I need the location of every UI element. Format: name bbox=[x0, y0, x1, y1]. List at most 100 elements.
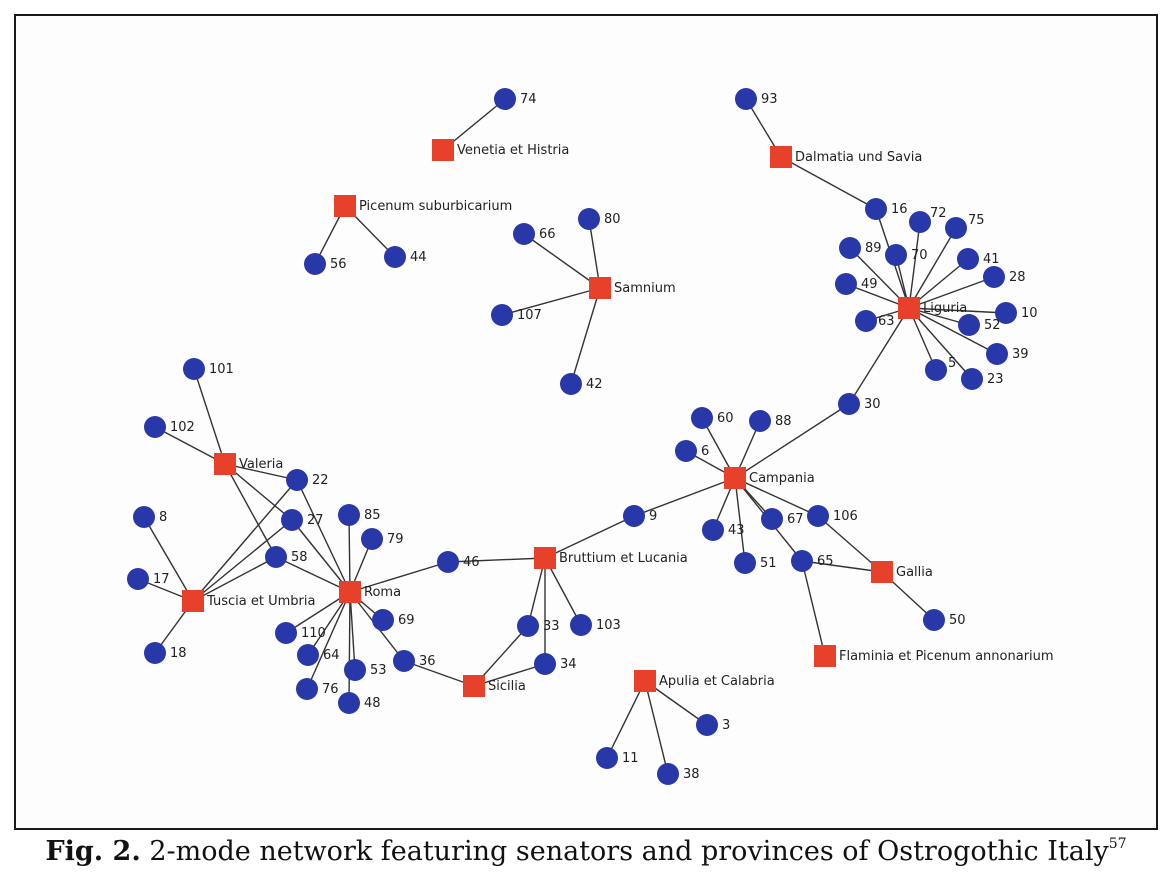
senator-node-36 bbox=[393, 650, 415, 672]
senator-node-60 bbox=[691, 407, 713, 429]
edge-liguria-75 bbox=[908, 227, 957, 309]
senator-node-11 bbox=[596, 747, 618, 769]
edge-campania-9 bbox=[633, 477, 736, 517]
province-node-liguria bbox=[898, 297, 920, 319]
caption-text: 2-mode network featuring senators and pr… bbox=[149, 836, 1109, 867]
senator-node-52 bbox=[958, 314, 980, 336]
senator-node-34 bbox=[534, 653, 556, 675]
senator-label-75: 75 bbox=[968, 213, 985, 228]
senator-label-70: 70 bbox=[911, 248, 928, 263]
senator-node-43 bbox=[702, 519, 724, 541]
senator-node-75 bbox=[945, 217, 967, 239]
edge-gallia-65 bbox=[801, 560, 883, 573]
province-label-venetia: Venetia et Histria bbox=[457, 143, 569, 158]
edge-campania-51 bbox=[734, 477, 746, 564]
senator-node-63 bbox=[855, 310, 877, 332]
edge-liguria-72 bbox=[908, 221, 921, 309]
edge-samnium-107 bbox=[501, 287, 601, 316]
senator-node-9 bbox=[623, 505, 645, 527]
senator-label-17: 17 bbox=[153, 572, 170, 587]
edge-roma-58 bbox=[275, 556, 351, 593]
edge-campania-30 bbox=[734, 403, 850, 479]
senator-node-16 bbox=[865, 198, 887, 220]
senator-node-27 bbox=[281, 509, 303, 531]
figure-frame bbox=[14, 14, 1158, 830]
senator-node-103 bbox=[570, 614, 592, 636]
senator-label-42: 42 bbox=[586, 377, 603, 392]
senator-node-66 bbox=[513, 223, 535, 245]
senator-label-85: 85 bbox=[364, 508, 381, 523]
senator-node-48 bbox=[338, 692, 360, 714]
edge-liguria-39 bbox=[908, 307, 998, 355]
senator-node-101 bbox=[183, 358, 205, 380]
edge-liguria-30 bbox=[848, 307, 910, 405]
senator-node-64 bbox=[297, 644, 319, 666]
senator-node-17 bbox=[127, 568, 149, 590]
senator-label-66: 66 bbox=[539, 227, 556, 242]
edge-tuscia-8 bbox=[143, 516, 194, 602]
senator-node-10 bbox=[995, 302, 1017, 324]
edge-liguria-23 bbox=[908, 307, 973, 380]
edge-roma-22 bbox=[296, 479, 351, 593]
senator-node-70 bbox=[885, 244, 907, 266]
senator-node-42 bbox=[560, 373, 582, 395]
province-node-bruttium bbox=[534, 547, 556, 569]
senator-label-41: 41 bbox=[983, 252, 1000, 267]
senator-node-79 bbox=[361, 528, 383, 550]
senator-node-28 bbox=[983, 266, 1005, 288]
senator-node-106 bbox=[807, 505, 829, 527]
edge-sicilia-36 bbox=[403, 660, 475, 687]
edge-bruttium-46 bbox=[447, 557, 546, 563]
edge-dalmatia-16 bbox=[780, 156, 877, 210]
edge-sicilia-34 bbox=[473, 663, 546, 687]
edge-roma-48 bbox=[348, 591, 351, 704]
edge-apulia-38 bbox=[644, 680, 669, 775]
province-node-gallia bbox=[871, 561, 893, 583]
edge-roma-76 bbox=[306, 591, 351, 690]
senator-node-53 bbox=[344, 659, 366, 681]
edge-valeria-27 bbox=[224, 463, 293, 521]
senator-label-8: 8 bbox=[159, 510, 167, 525]
senator-label-22: 22 bbox=[312, 473, 329, 488]
figure-caption: Fig. 2. 2-mode network featuring senator… bbox=[0, 836, 1172, 867]
senator-label-53: 53 bbox=[370, 663, 387, 678]
senator-label-50: 50 bbox=[949, 613, 966, 628]
province-node-sicilia bbox=[463, 675, 485, 697]
province-label-tuscia: Tuscia et Umbria bbox=[206, 594, 315, 609]
senator-node-38 bbox=[657, 763, 679, 785]
senator-node-30 bbox=[838, 393, 860, 415]
senator-label-101: 101 bbox=[209, 362, 234, 377]
edge-samnium-80 bbox=[588, 218, 601, 289]
senator-label-93: 93 bbox=[761, 92, 778, 107]
senator-label-102: 102 bbox=[170, 420, 195, 435]
caption-footnote: 57 bbox=[1108, 836, 1127, 852]
province-node-apulia bbox=[634, 670, 656, 692]
senator-label-69: 69 bbox=[398, 613, 415, 628]
senator-label-36: 36 bbox=[419, 654, 436, 669]
edge-valeria-22 bbox=[224, 463, 298, 481]
senator-label-76: 76 bbox=[322, 682, 339, 697]
edge-valeria-102 bbox=[154, 426, 226, 465]
senator-label-89: 89 bbox=[865, 241, 882, 256]
senator-label-56: 56 bbox=[330, 257, 347, 272]
senator-node-76 bbox=[296, 678, 318, 700]
senator-node-93 bbox=[735, 88, 757, 110]
senator-node-74 bbox=[494, 88, 516, 110]
senator-label-74: 74 bbox=[520, 92, 537, 107]
province-label-valeria: Valeria bbox=[239, 457, 283, 472]
edge-roma-85 bbox=[348, 514, 351, 593]
senator-node-69 bbox=[372, 609, 394, 631]
senator-label-18: 18 bbox=[170, 646, 187, 661]
senator-label-72: 72 bbox=[930, 206, 947, 221]
senator-label-67: 67 bbox=[787, 512, 804, 527]
caption-label: Fig. 2. bbox=[45, 836, 141, 867]
edge-liguria-28 bbox=[908, 276, 995, 309]
senator-label-43: 43 bbox=[728, 523, 745, 538]
senator-label-28: 28 bbox=[1009, 270, 1026, 285]
province-label-campania: Campania bbox=[749, 471, 815, 486]
edge-valeria-58 bbox=[224, 463, 277, 558]
senator-label-79: 79 bbox=[387, 532, 404, 547]
senator-label-51: 51 bbox=[760, 556, 777, 571]
senator-node-51 bbox=[734, 552, 756, 574]
edge-bruttium-9 bbox=[544, 515, 635, 559]
